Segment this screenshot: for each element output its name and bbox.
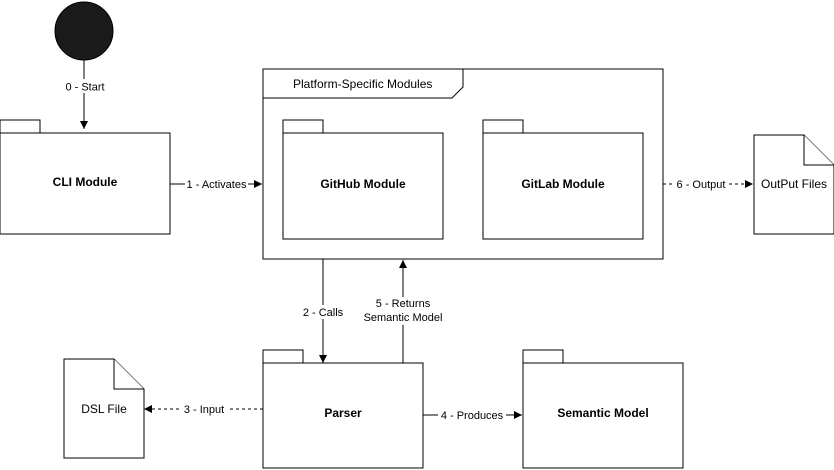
edge-cli-to-platform: 1 - Activates (170, 177, 262, 191)
edge-platform-to-output: 6 - Output (663, 177, 753, 191)
edge-label-start: 0 - Start (65, 82, 104, 94)
cli-module-label: CLI Module (53, 175, 118, 189)
gitlab-module-label: GitLab Module (521, 177, 605, 191)
edge-parser-to-platform: 5 - Returns Semantic Model (364, 260, 446, 363)
edge-label-returns: 5 - Returns (376, 298, 431, 310)
edge-parser-to-model: 4 - Produces (423, 408, 522, 422)
start-node[interactable] (54, 1, 114, 61)
edge-parser-to-dsl: 3 - Input (144, 402, 263, 416)
github-module-package[interactable]: GitHub Module (282, 119, 444, 240)
semantic-model-label: Semantic Model (557, 406, 648, 420)
semantic-model-package[interactable]: Semantic Model (522, 349, 684, 469)
parser-label: Parser (324, 406, 362, 420)
gitlab-module-package[interactable]: GitLab Module (482, 119, 644, 240)
edge-label-output: 6 - Output (677, 179, 726, 191)
parser-package[interactable]: Parser (262, 349, 424, 469)
github-module-label: GitHub Module (320, 177, 406, 191)
output-files-label: OutPut Files (761, 177, 827, 191)
edge-label-activates: 1 - Activates (187, 179, 247, 191)
edge-label-input: 3 - Input (184, 404, 224, 416)
edge-platform-to-parser: 2 - Calls (299, 259, 347, 363)
edge-label-produces: 4 - Produces (441, 410, 504, 422)
dsl-file-label: DSL File (81, 402, 127, 416)
platform-container-label: Platform-Specific Modules (293, 77, 432, 91)
edge-label-calls: 2 - Calls (303, 307, 344, 319)
edge-start-to-cli: 0 - Start (60, 60, 108, 129)
output-files-note[interactable]: OutPut Files (753, 134, 834, 235)
dsl-file-note[interactable]: DSL File (63, 358, 145, 459)
cli-module-package[interactable]: CLI Module (0, 119, 171, 235)
edge-label-returns-model: Semantic Model (364, 312, 443, 324)
